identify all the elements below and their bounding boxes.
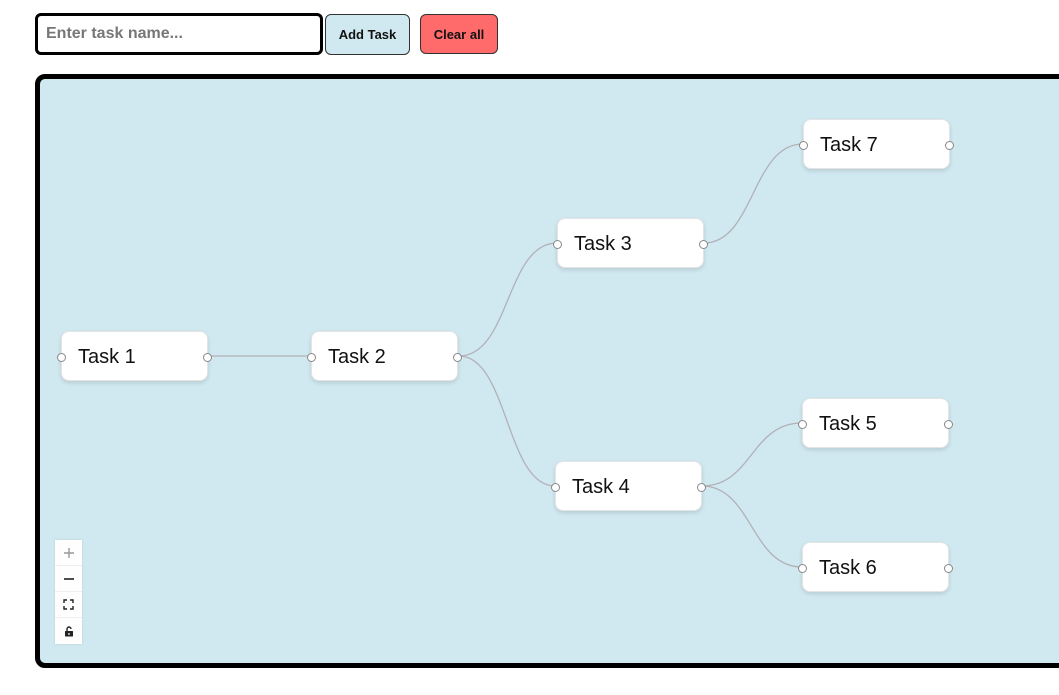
- target-handle[interactable]: [551, 483, 560, 492]
- fit-view-icon: [63, 599, 74, 610]
- zoom-in-button[interactable]: [55, 540, 82, 566]
- node-label: Task 6: [819, 557, 877, 579]
- edge-2-4[interactable]: [458, 355, 556, 487]
- task-node-5[interactable]: Task 5: [798, 398, 953, 448]
- edge-3-7[interactable]: [703, 143, 804, 244]
- target-handle[interactable]: [798, 420, 807, 429]
- edge-2-3[interactable]: [458, 242, 558, 357]
- node-label: Task 1: [78, 346, 136, 368]
- node-label: Task 7: [820, 134, 878, 156]
- target-handle[interactable]: [307, 353, 316, 362]
- unlock-icon: [64, 625, 73, 636]
- edge-4-6[interactable]: [701, 485, 803, 568]
- source-handle[interactable]: [945, 141, 954, 150]
- fit-view-button[interactable]: [55, 592, 82, 618]
- task-node-4[interactable]: Task 4: [551, 461, 706, 511]
- source-handle[interactable]: [453, 353, 462, 362]
- clear-all-button[interactable]: Clear all: [420, 14, 498, 54]
- target-handle[interactable]: [553, 240, 562, 249]
- edge-4-5[interactable]: [701, 422, 803, 487]
- target-handle[interactable]: [798, 564, 807, 573]
- plus-icon: [63, 547, 74, 558]
- task-node-7[interactable]: Task 7: [799, 119, 954, 169]
- node-label: Task 4: [572, 476, 630, 498]
- edges-layer: [209, 143, 804, 568]
- zoom-out-button[interactable]: [55, 566, 82, 592]
- node-label: Task 3: [574, 233, 632, 255]
- task-node-3[interactable]: Task 3: [553, 218, 708, 268]
- toggle-lock-button[interactable]: [55, 618, 82, 644]
- add-task-button[interactable]: Add Task: [325, 14, 410, 55]
- minus-icon: [63, 577, 74, 580]
- source-handle[interactable]: [697, 483, 706, 492]
- task-node-2[interactable]: Task 2: [307, 331, 462, 381]
- task-node-6[interactable]: Task 6: [798, 542, 953, 592]
- source-handle[interactable]: [203, 353, 212, 362]
- toolbar: Add Task Clear all: [0, 0, 1059, 70]
- target-handle[interactable]: [799, 141, 808, 150]
- target-handle[interactable]: [57, 353, 66, 362]
- flow-canvas[interactable]: Task 1 Task 2 Task 3 Task 4 Task 5 Task …: [35, 74, 1059, 668]
- source-handle[interactable]: [699, 240, 708, 249]
- flow-controls: [55, 540, 82, 644]
- source-handle[interactable]: [944, 420, 953, 429]
- task-name-input[interactable]: [35, 13, 323, 55]
- source-handle[interactable]: [944, 564, 953, 573]
- task-node-1[interactable]: Task 1: [57, 331, 212, 381]
- node-label: Task 2: [328, 346, 386, 368]
- node-label: Task 5: [819, 413, 877, 435]
